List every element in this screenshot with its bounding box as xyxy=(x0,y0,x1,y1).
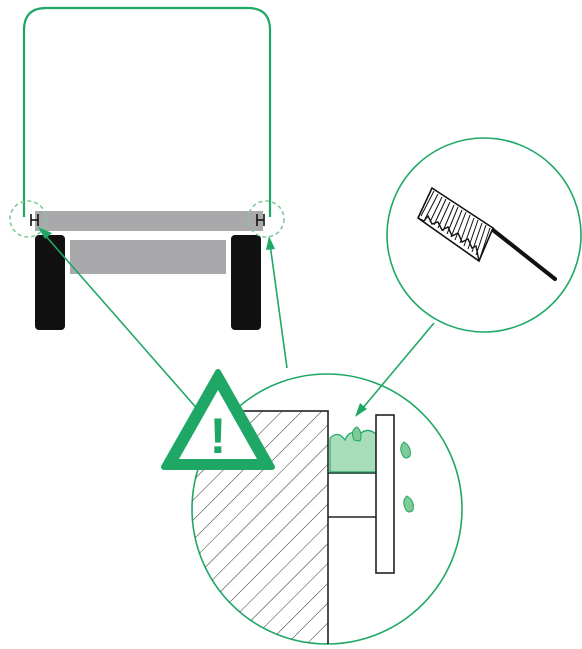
arrow-brush-to-debris xyxy=(355,322,435,417)
bumper-plate xyxy=(375,414,395,574)
arrow-to-left-corner xyxy=(38,227,201,413)
bumper-brackets xyxy=(30,214,265,226)
bumper xyxy=(35,211,263,231)
arrow-to-right-corner xyxy=(266,236,288,369)
debris-icon xyxy=(329,429,377,473)
truck-rear-outline xyxy=(22,6,272,217)
brush-zoom-circle xyxy=(386,137,582,333)
lower-panel xyxy=(70,240,226,274)
debris-flake-1 xyxy=(352,426,362,442)
highlight-left-corner xyxy=(9,200,47,238)
wheel-right-icon xyxy=(231,235,261,330)
highlight-right-corner xyxy=(247,200,285,238)
debris-flake-3 xyxy=(403,495,414,513)
warning-symbol: ! xyxy=(210,408,227,464)
warning-triangle-icon: ! xyxy=(161,369,275,470)
brush-icon xyxy=(416,186,557,281)
debris-flake-2 xyxy=(400,441,411,459)
wheel-left-icon xyxy=(35,235,65,330)
